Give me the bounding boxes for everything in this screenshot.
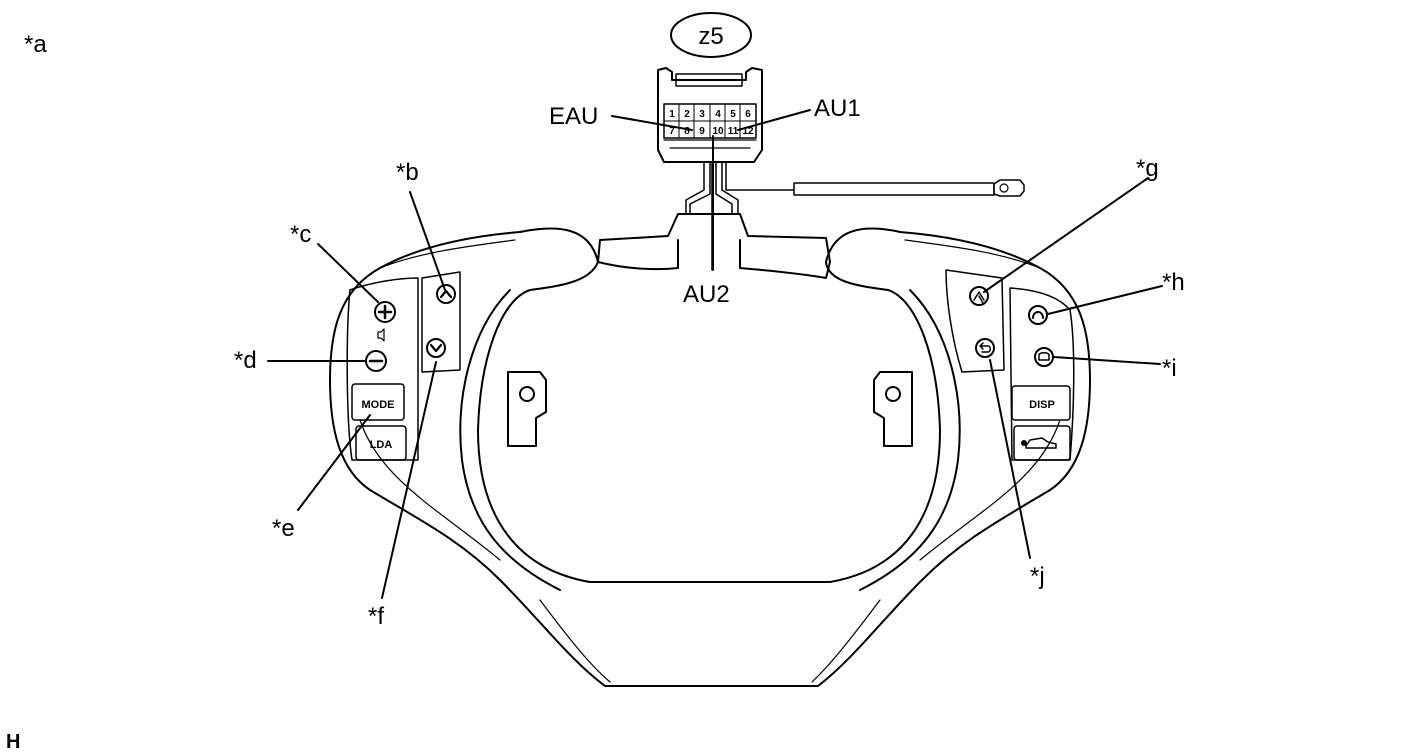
off-hook-button[interactable]	[1028, 305, 1048, 325]
callout-g: *g	[1136, 155, 1159, 182]
pin-10: 10	[712, 126, 724, 137]
mode-button-label[interactable]: MODE	[362, 399, 395, 411]
left-mount-tab	[507, 371, 547, 447]
disp-button-label[interactable]: DISP	[1029, 399, 1055, 411]
on-hook-button[interactable]	[1034, 347, 1054, 367]
callout-i: *i	[1162, 355, 1177, 382]
pin-3: 3	[699, 109, 705, 120]
connector-name: z5	[698, 23, 723, 50]
phone-icon	[1032, 311, 1044, 319]
callout-b: *b	[396, 159, 419, 186]
seek-up-button[interactable]	[436, 284, 456, 304]
pin-6: 6	[745, 109, 751, 120]
connector-body	[657, 67, 763, 163]
steering-pad-outer	[329, 231, 1091, 687]
speaker-icon	[377, 328, 385, 342]
figure-code: H	[6, 731, 20, 753]
voice-button[interactable]	[969, 286, 989, 306]
pin-7: 7	[669, 126, 675, 137]
back-button[interactable]	[975, 338, 995, 358]
connector-name-oval	[670, 12, 752, 58]
terminal-au2: AU2	[683, 281, 730, 308]
pin-9: 9	[699, 126, 705, 137]
callout-f: *f	[368, 603, 384, 630]
pin-4: 4	[715, 109, 721, 120]
terminal-eau: EAU	[549, 103, 598, 130]
callout-h: *h	[1162, 269, 1185, 296]
callout-a: *a	[24, 31, 47, 58]
callout-e: *e	[272, 515, 295, 542]
car-icon	[1025, 437, 1057, 449]
wire-harness	[685, 161, 739, 271]
callout-d: *d	[234, 347, 257, 374]
ground-wire	[725, 161, 795, 191]
pin-5: 5	[730, 109, 736, 120]
pin-2: 2	[684, 109, 690, 120]
steering-pad-left-arm	[477, 227, 941, 583]
volume-up-button[interactable]	[374, 301, 396, 323]
callout-j: *j	[1030, 563, 1045, 590]
pin-1: 1	[669, 109, 675, 120]
pin-11: 11	[728, 126, 739, 137]
right-mount-tab	[873, 371, 913, 447]
callout-c: *c	[290, 221, 311, 248]
pin-8: 8	[684, 126, 690, 137]
lda-button-label[interactable]: LDA	[370, 439, 393, 451]
steering-pad-outline	[597, 213, 831, 279]
pin-12: 12	[742, 126, 754, 137]
terminal-au1: AU1	[814, 95, 861, 122]
seek-down-button[interactable]	[426, 338, 446, 358]
